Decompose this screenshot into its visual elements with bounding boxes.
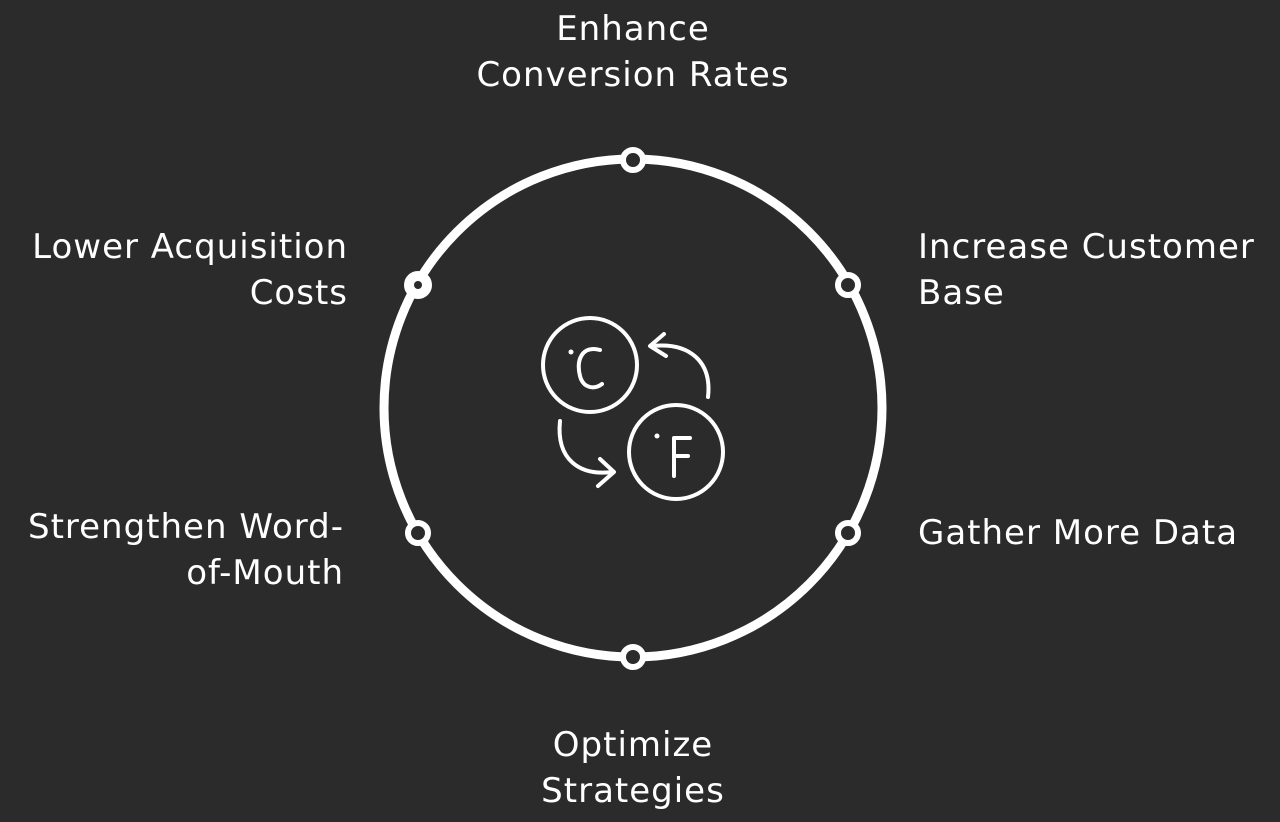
node-label-bottom-right: Gather More Data	[918, 510, 1274, 556]
node-label-line: Gather More Data	[918, 513, 1239, 553]
f-letter-glyph	[672, 436, 692, 478]
ring-node-top	[620, 147, 646, 173]
node-label-bottom-left: Strengthen Word- of-Mouth	[4, 504, 344, 596]
node-label-top-left: Lower Acquisition Costs	[4, 224, 348, 316]
ring-node-bottom-left	[405, 520, 431, 546]
arrow-to-c-icon	[650, 343, 711, 399]
node-label-line: Lower Acquisition	[32, 227, 348, 267]
c-badge-circle	[541, 316, 639, 414]
ring-node-top-right	[835, 272, 861, 298]
cycle-icon	[541, 316, 725, 501]
node-label-line: Strategies	[541, 771, 725, 811]
arrow-to-f-icon	[557, 419, 614, 475]
node-label-line: Optimize	[552, 725, 714, 765]
ring-node-bottom	[620, 644, 646, 670]
node-label-line: Costs	[249, 273, 348, 313]
node-label-bottom: Optimize Strategies	[440, 722, 826, 814]
node-label-top-right: Increase Customer Base	[918, 224, 1274, 316]
ring-node-top-left	[404, 271, 432, 299]
node-label-line: Increase Customer	[918, 227, 1255, 267]
node-label-line: Base	[918, 273, 1005, 313]
ring-node-bottom-right	[835, 520, 861, 546]
node-label-line: Enhance	[556, 9, 710, 49]
node-label-line: Conversion Rates	[476, 55, 790, 95]
f-badge-circle	[627, 403, 725, 501]
node-label-line: Strengthen Word-	[27, 507, 344, 547]
node-label-line: of-Mouth	[186, 553, 344, 593]
c-letter-glyph	[576, 347, 604, 390]
cycle-ring	[379, 154, 887, 662]
node-label-top: Enhance Conversion Rates	[440, 6, 826, 98]
